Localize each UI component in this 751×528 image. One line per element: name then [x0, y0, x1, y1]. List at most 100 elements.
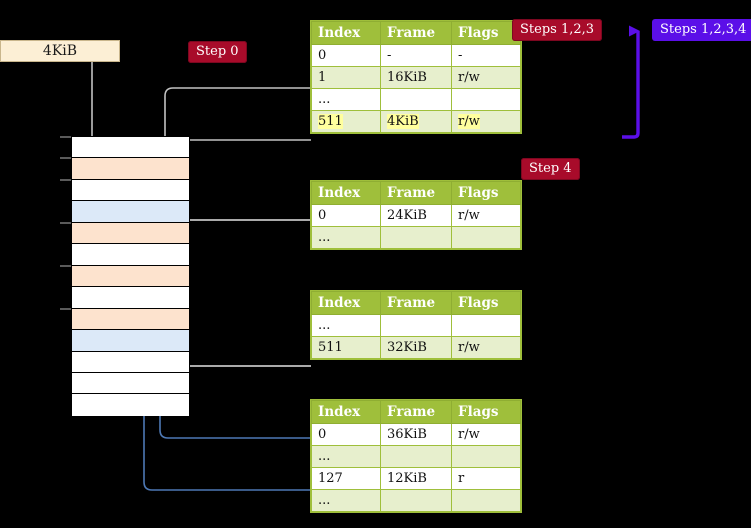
table-cell: r/w [451, 336, 521, 359]
table-cell [380, 489, 452, 512]
table-cell [451, 226, 521, 249]
physical-memory-grid [60, 136, 190, 416]
column-header-index: Index [311, 400, 381, 424]
table-cell: ... [311, 88, 381, 111]
table-cell: 511 [311, 110, 381, 133]
table-cell: 24KiB [380, 204, 452, 227]
cell-text: - [458, 48, 463, 63]
memory-grid-row-4 [60, 221, 189, 245]
table-cell: ... [311, 445, 381, 468]
table-cell: 0 [311, 204, 381, 227]
memory-grid-tick-4 [60, 221, 72, 224]
table-cell: ... [311, 489, 381, 512]
cell-text: 12KiB [387, 471, 427, 486]
table-cell [380, 88, 452, 111]
cell-text: 127 [318, 471, 343, 486]
cell-text: ... [318, 230, 331, 245]
table-cell [451, 88, 521, 111]
memory-grid-row-12 [72, 394, 189, 416]
table-row: 511 32KiB r/w [311, 336, 521, 359]
cell-text: ... [318, 493, 331, 508]
badge-step-0: Step 0 [188, 41, 247, 63]
cell-text: 24KiB [387, 208, 427, 223]
cell-text: - [387, 48, 392, 63]
badge-steps-123: Steps 1,2,3 [512, 19, 603, 41]
memory-grid-row-5 [72, 244, 189, 266]
table-cell [380, 314, 452, 337]
memory-grid-row-7 [72, 287, 189, 309]
memory-block-4kib: 4KiB [0, 40, 120, 62]
table-cell: ... [311, 314, 381, 337]
column-header-flags: Flags [451, 181, 521, 205]
memory-grid-tick-2 [60, 178, 72, 181]
table-cell [451, 314, 521, 337]
badge-step-4: Step 4 [521, 158, 580, 180]
memory-grid-tick-8 [60, 307, 72, 310]
table-row: 0 24KiB r/w [311, 204, 521, 227]
table-cell: r/w [451, 110, 521, 133]
badge-steps-1234: Steps 1,2,3,4 [652, 19, 751, 41]
table-cell [451, 489, 521, 512]
cell-text: 511 [318, 114, 343, 129]
memory-grid-row-2 [60, 178, 189, 202]
cell-text: 32KiB [387, 340, 427, 355]
table-cell: 127 [311, 467, 381, 490]
column-header-flags: Flags [451, 291, 521, 315]
memory-grid-row-3 [72, 201, 189, 223]
memory-grid-tick-1 [60, 157, 72, 160]
column-header-frame: Frame [380, 21, 452, 45]
table-cell [380, 445, 452, 468]
column-header-flags: Flags [451, 21, 521, 45]
cell-text: ... [318, 318, 331, 333]
memory-grid-tick-0 [60, 136, 72, 138]
table-cell: r/w [451, 423, 521, 446]
table-cell [380, 226, 452, 249]
table-cell: 0 [311, 44, 381, 67]
column-header-flags: Flags [451, 400, 521, 424]
wire-t2-drop [177, 219, 311, 263]
table-row: ... [311, 88, 521, 111]
column-header-frame: Frame [380, 181, 452, 205]
table-cell: 32KiB [380, 336, 452, 359]
table-row: ... [311, 226, 521, 249]
cell-text: 1 [318, 70, 327, 85]
memory-grid-row-10 [72, 351, 189, 373]
memory-block-label: 4KiB [42, 43, 78, 59]
table-cell: r [451, 467, 521, 490]
table-row: ... [311, 445, 521, 468]
table-cell: 16KiB [380, 66, 452, 89]
memory-grid-row-8 [60, 307, 189, 331]
column-header-index: Index [311, 181, 381, 205]
table-cell: 0 [311, 423, 381, 446]
cell-text: 0 [318, 208, 327, 223]
column-header-frame: Frame [380, 291, 452, 315]
cell-text: r/w [458, 208, 480, 223]
memory-grid-row-6 [60, 264, 189, 288]
cell-text: r/w [458, 427, 480, 442]
cell-text: 36KiB [387, 427, 427, 442]
cell-text: r/w [458, 114, 480, 129]
table-cell: ... [311, 226, 381, 249]
table-cell: 4KiB [380, 110, 452, 133]
column-header-index: Index [311, 21, 381, 45]
memory-grid-divider-left [71, 136, 72, 415]
memory-grid-row-9 [72, 330, 189, 352]
table-cell: 511 [311, 336, 381, 359]
cell-text: r [458, 471, 465, 486]
cell-text: 16KiB [387, 70, 427, 85]
table-cell: 36KiB [380, 423, 452, 446]
cell-text: 511 [318, 340, 343, 355]
table-row: 0-- [311, 44, 521, 67]
memory-grid-tick-6 [60, 264, 72, 267]
cell-text: ... [318, 92, 331, 107]
cell-text: 0 [318, 427, 327, 442]
table-row: 127 12KiB r [311, 467, 521, 490]
table-row: 0 36KiB r/w [311, 423, 521, 446]
table-row: 511 4KiB r/w [311, 110, 521, 133]
